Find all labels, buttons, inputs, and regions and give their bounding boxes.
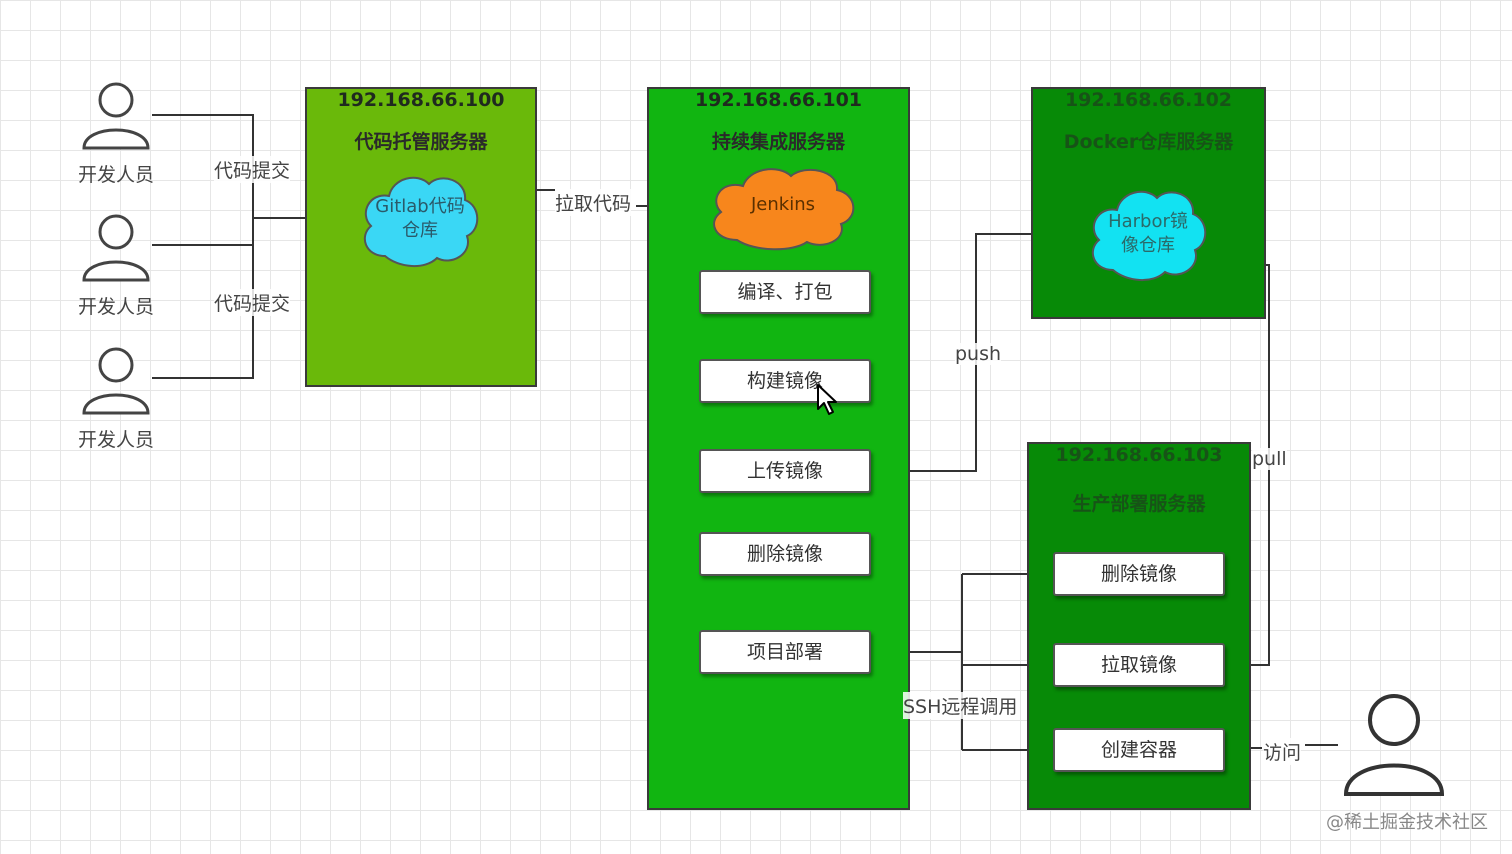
watermark: @稀土掘金技术社区 xyxy=(1326,812,1488,833)
cloud-icon xyxy=(363,176,479,267)
cloud-label-line2: 仓库 xyxy=(402,220,438,241)
developer-2: 开发人员 xyxy=(66,212,166,322)
step-delete-image: 删除镜像 xyxy=(699,532,871,576)
server-name: 生产部署服务器 xyxy=(1072,493,1206,515)
person-icon xyxy=(82,214,150,282)
visit-label: 访问 xyxy=(1263,738,1302,765)
developer-3: 开发人员 xyxy=(66,345,166,455)
cloud-label: Jenkins xyxy=(750,194,815,215)
step-upload-image: 上传镜像 xyxy=(699,449,871,493)
ssh-label: SSH远程调用 xyxy=(903,692,1018,719)
cloud-icon xyxy=(713,168,855,251)
server-ip: 192.168.66.103 xyxy=(1055,444,1223,466)
server-name: Docker仓库服务器 xyxy=(1063,131,1234,153)
prod-step-create-container: 创建容器 xyxy=(1053,728,1225,772)
server-ip: 192.168.66.101 xyxy=(694,89,863,111)
server-ip: 192.168.66.100 xyxy=(337,89,505,111)
commit-label-2: 代码提交 xyxy=(214,289,291,316)
server-ip: 192.168.66.102 xyxy=(1064,89,1233,111)
cloud-label-line1: Gitlab代码 xyxy=(375,196,465,217)
harbor-cloud: Harbor镜 像仓库 xyxy=(1082,182,1214,284)
person-icon xyxy=(1343,694,1445,796)
pull-code-label: 拉取代码 xyxy=(555,189,632,216)
developer-label: 开发人员 xyxy=(77,429,154,451)
push-label: push xyxy=(955,343,1002,365)
cloud-label-line1: Harbor镜 xyxy=(1108,211,1188,232)
jenkins-cloud: Jenkins xyxy=(703,160,863,252)
mouse-cursor-icon xyxy=(817,384,837,415)
developer-label: 开发人员 xyxy=(77,164,154,186)
prod-step-pull-image: 拉取镜像 xyxy=(1053,643,1225,687)
pull-label: pull xyxy=(1252,448,1287,470)
step-deploy: 项目部署 xyxy=(699,630,871,674)
person-icon xyxy=(82,82,150,150)
step-compile: 编译、打包 xyxy=(699,270,871,314)
developer-label: 开发人员 xyxy=(77,296,154,318)
gitlab-cloud: Gitlab代码 仓库 xyxy=(355,168,485,270)
end-user xyxy=(1336,690,1452,800)
commit-label-1: 代码提交 xyxy=(214,156,291,183)
person-icon xyxy=(82,347,150,415)
prod-step-delete-image: 删除镜像 xyxy=(1053,552,1225,596)
server-name: 持续集成服务器 xyxy=(711,131,845,153)
step-build-image: 构建镜像 xyxy=(699,359,871,403)
cloud-label-line2: 像仓库 xyxy=(1121,235,1175,256)
cloud-icon xyxy=(1091,190,1207,281)
server-name: 代码托管服务器 xyxy=(354,131,488,153)
developer-1: 开发人员 xyxy=(66,80,166,190)
